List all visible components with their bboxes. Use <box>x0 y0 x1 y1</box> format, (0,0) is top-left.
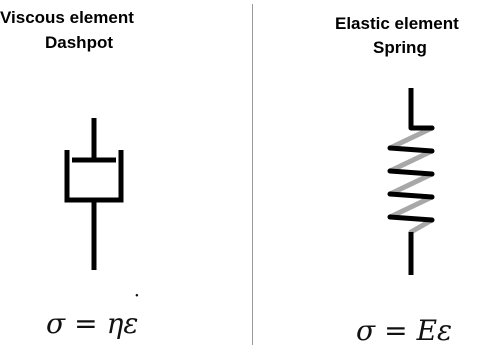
dashpot-eta: η <box>106 307 124 340</box>
viscous-title: Viscous element <box>0 8 134 27</box>
spring-coil-front <box>387 125 435 223</box>
elastic-panel: Elastic element Spring σ=Eε <box>256 0 491 349</box>
dashpot-sigma: σ <box>46 307 66 340</box>
panel-divider <box>252 4 253 345</box>
spring-sigma: σ <box>356 314 376 347</box>
spring-strain: ε <box>437 314 453 347</box>
dashpot-equals: = <box>74 307 98 340</box>
dashpot-dot-accent: ˙ <box>131 292 143 317</box>
spring-equals: = <box>384 314 408 347</box>
spring-equation: σ=Eε <box>356 314 452 348</box>
elastic-title: Elastic element <box>335 14 459 33</box>
dashpot-strain-rate: ε <box>123 307 139 340</box>
dashpot-diagram <box>64 118 124 270</box>
spring-diagram <box>387 88 435 275</box>
spring-subtitle: Spring <box>373 38 427 57</box>
viscous-panel: Viscous element Dashpot σ=ηε˙ <box>0 8 142 341</box>
dashpot-subtitle: Dashpot <box>45 33 113 52</box>
spring-modulus: E <box>416 314 438 347</box>
dashpot-equation: σ=ηε˙ <box>46 294 142 341</box>
